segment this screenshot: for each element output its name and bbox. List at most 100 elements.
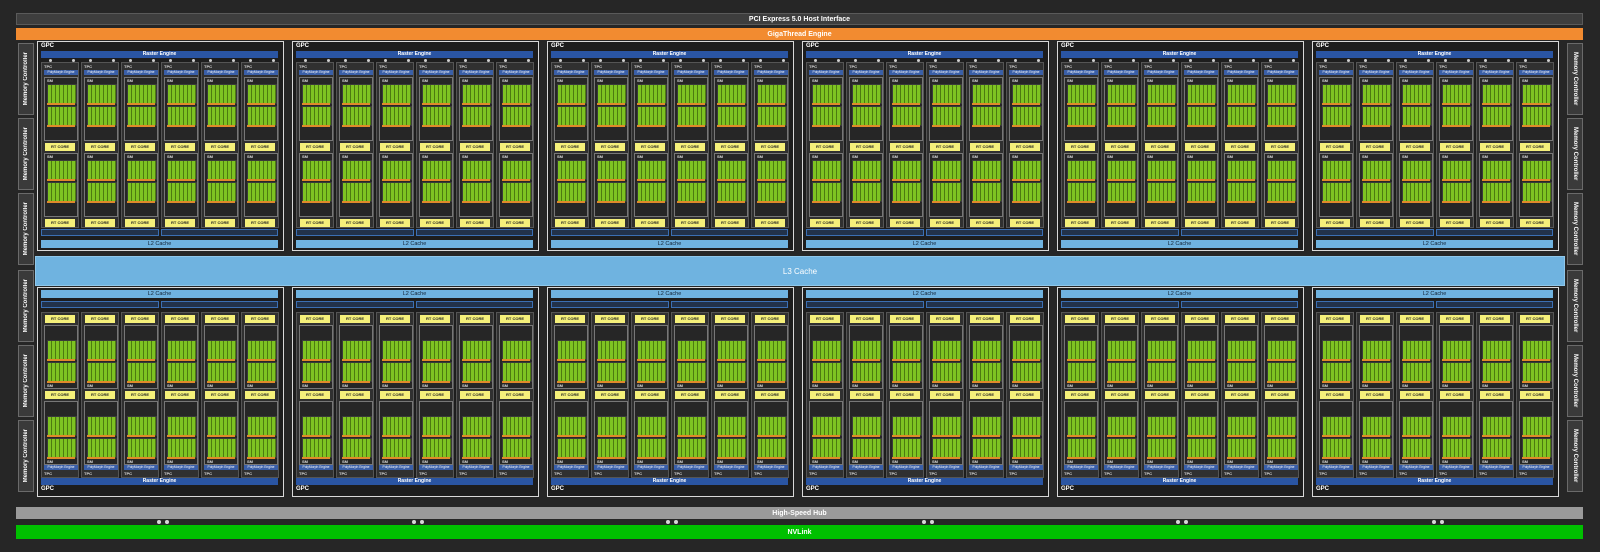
tpc-label: TPC bbox=[244, 64, 252, 69]
sm-label: SM bbox=[717, 383, 723, 388]
cuda-core-bank bbox=[207, 340, 237, 360]
sm: SM bbox=[44, 325, 78, 389]
cuda-core-bank bbox=[167, 438, 197, 458]
register-file-strip bbox=[382, 201, 410, 203]
sm: SM bbox=[554, 153, 588, 217]
cuda-core-bank bbox=[382, 182, 412, 202]
nvlink-port-dot bbox=[922, 520, 926, 524]
connector-dots bbox=[296, 59, 533, 63]
cuda-core-bank bbox=[1482, 340, 1512, 360]
sm: SM bbox=[1144, 77, 1178, 141]
rt-core: RT CORE bbox=[1480, 391, 1510, 399]
sm-label: SM bbox=[1147, 383, 1153, 388]
sm-label: SM bbox=[932, 78, 938, 83]
cuda-core-bank bbox=[127, 416, 157, 436]
register-file-strip bbox=[382, 457, 410, 459]
cuda-core-bank bbox=[1147, 438, 1177, 458]
cuda-core-bank bbox=[757, 340, 787, 360]
rt-core: RT CORE bbox=[850, 315, 880, 323]
cuda-core-bank bbox=[892, 340, 922, 360]
rt-core: RT CORE bbox=[245, 219, 275, 227]
register-file-strip bbox=[972, 179, 1000, 181]
connector-dot bbox=[974, 59, 977, 62]
l1-cache-row bbox=[551, 229, 788, 236]
memory-controller-label: Memory Controller bbox=[23, 354, 29, 408]
cuda-core-bank bbox=[502, 84, 532, 104]
register-file-strip bbox=[1522, 179, 1550, 181]
sm-label: SM bbox=[1402, 459, 1408, 464]
sm-label: SM bbox=[502, 383, 508, 388]
register-file-strip bbox=[502, 381, 530, 383]
register-file-strip bbox=[677, 201, 705, 203]
rt-core: RT CORE bbox=[595, 391, 625, 399]
l2-cache: L2 Cache bbox=[806, 240, 1043, 248]
register-file-strip bbox=[1322, 457, 1350, 459]
polymorph-engine: PolyMorph Engine bbox=[379, 465, 413, 470]
register-file-strip bbox=[342, 435, 370, 437]
register-file-strip bbox=[382, 381, 410, 383]
register-file-strip bbox=[1442, 457, 1470, 459]
tpc-label: TPC bbox=[44, 471, 52, 476]
sm: SM bbox=[1104, 325, 1138, 389]
connector-dot bbox=[854, 59, 857, 62]
l1-cache-row bbox=[1316, 229, 1553, 236]
sm-label: SM bbox=[1012, 154, 1018, 159]
cuda-core-bank bbox=[972, 438, 1002, 458]
sm-label: SM bbox=[47, 459, 53, 464]
sm-label: SM bbox=[812, 383, 818, 388]
cuda-core-bank bbox=[1362, 362, 1392, 382]
register-file-strip bbox=[1402, 201, 1430, 203]
sm-label: SM bbox=[812, 459, 818, 464]
register-file-strip bbox=[1227, 179, 1255, 181]
l1-cache-segment bbox=[551, 229, 669, 236]
sm-label: SM bbox=[1067, 383, 1073, 388]
sm: SM bbox=[714, 153, 748, 217]
cuda-core-bank bbox=[1482, 362, 1512, 382]
sm: SM bbox=[339, 153, 373, 217]
rt-core: RT CORE bbox=[1360, 391, 1390, 399]
cuda-core-bank bbox=[557, 106, 587, 126]
sm: SM bbox=[674, 325, 708, 389]
rt-core: RT CORE bbox=[1400, 143, 1430, 151]
sm-label: SM bbox=[1522, 78, 1528, 83]
sm: SM bbox=[1519, 77, 1553, 141]
register-file-strip bbox=[1267, 457, 1295, 459]
sm: SM bbox=[849, 77, 883, 141]
register-file-strip bbox=[1482, 457, 1510, 459]
register-file-strip bbox=[87, 457, 115, 459]
l1-cache-row bbox=[1316, 301, 1553, 308]
register-file-strip bbox=[812, 381, 840, 383]
raster-engine: Raster Engine bbox=[806, 478, 1043, 485]
sm-label: SM bbox=[1267, 383, 1273, 388]
tpc-label: TPC bbox=[929, 471, 937, 476]
rt-core: RT CORE bbox=[555, 391, 585, 399]
cuda-core-bank bbox=[1012, 106, 1042, 126]
rt-core: RT CORE bbox=[1105, 219, 1135, 227]
cuda-core-bank bbox=[1522, 416, 1552, 436]
sm: SM bbox=[714, 77, 748, 141]
cuda-core-bank bbox=[47, 84, 77, 104]
sm-label: SM bbox=[127, 459, 133, 464]
sm: SM bbox=[1009, 77, 1043, 141]
register-file-strip bbox=[1187, 179, 1215, 181]
cuda-core-bank bbox=[637, 106, 667, 126]
register-file-strip bbox=[1107, 457, 1135, 459]
cuda-core-bank bbox=[342, 182, 372, 202]
cuda-core-bank bbox=[422, 416, 452, 436]
sm: SM bbox=[84, 401, 118, 465]
cuda-core-bank bbox=[127, 160, 157, 180]
connector-dot bbox=[129, 59, 132, 62]
sm: SM bbox=[164, 401, 198, 465]
rt-core: RT CORE bbox=[1520, 219, 1550, 227]
sm-label: SM bbox=[207, 383, 213, 388]
register-file-strip bbox=[47, 103, 75, 105]
rt-core: RT CORE bbox=[595, 219, 625, 227]
rt-core: RT CORE bbox=[715, 219, 745, 227]
